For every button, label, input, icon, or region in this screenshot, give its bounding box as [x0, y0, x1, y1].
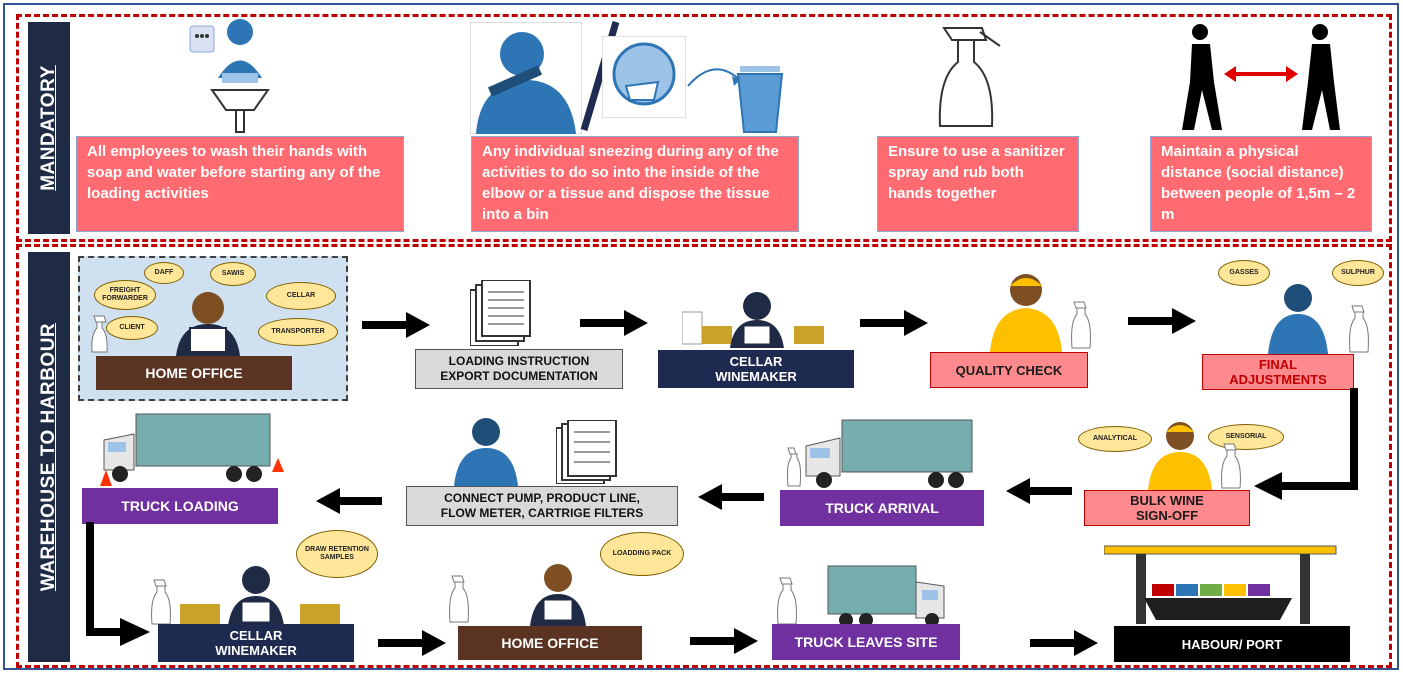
- truck-arrival-label: TRUCK ARRIVAL: [780, 490, 984, 526]
- bubble-loadding-pack: LOADDING PACK: [600, 532, 684, 576]
- bubble-sawis: SAWIS: [210, 262, 256, 286]
- home-office-2-label: HOME OFFICE: [458, 626, 642, 660]
- arrow-right-6: [690, 628, 758, 654]
- arrow-right-4: [1128, 308, 1196, 334]
- final-adjustments-label: FINAL ADJUSTMENTS: [1202, 354, 1354, 390]
- sneeze-elbow-icon: [470, 22, 582, 134]
- bubble-transporter: TRANSPORTER: [258, 318, 338, 346]
- arrow-right-7: [1030, 630, 1098, 656]
- harbour-port-label: HABOUR/ PORT: [1114, 626, 1350, 662]
- arrow-right-1: [362, 312, 430, 338]
- bubble-analytical: ANALYTICAL: [1078, 426, 1152, 452]
- warehouse-section: [16, 244, 1392, 668]
- arrow-left-2: [698, 484, 764, 510]
- technician-blue-icon: [1268, 284, 1369, 354]
- cellar-winemaker-2-label: CELLAR WINEMAKER: [158, 624, 354, 662]
- sanitizer-spray-icon: [938, 27, 1001, 127]
- winemaker-2-icon: [151, 566, 340, 626]
- bubble-cellar: CELLAR: [266, 282, 336, 310]
- truck-leaves-icon: [777, 565, 945, 627]
- bubble-client: CLIENT: [106, 316, 158, 340]
- cellar-winemaker-1-label: CELLAR WINEMAKER: [658, 350, 854, 388]
- mandatory-section: [16, 14, 1392, 242]
- sanitizer-note: Ensure to use a sanitizer spray and rub …: [877, 136, 1079, 232]
- winemaker-icon: [682, 292, 824, 348]
- social-distance-icon: [1182, 24, 1340, 130]
- harbour-port-icon: [1104, 545, 1337, 624]
- operator-icon: [454, 418, 518, 486]
- warehouse-title: WAREHOUSE TO HARBOUR: [38, 322, 59, 592]
- tissue-sneeze-icon: [602, 36, 686, 118]
- truck-leaves-label: TRUCK LEAVES SITE: [772, 624, 960, 660]
- office-worker-2-icon: [449, 564, 586, 626]
- bin-icon: [687, 66, 784, 133]
- arrow-right-3: [860, 310, 928, 336]
- arrow-left-3: [316, 488, 382, 514]
- spray-bottle-icon: [91, 315, 108, 353]
- handwash-icon: [189, 19, 270, 133]
- bulk-wine-signoff-label: BULK WINE SIGN-OFF: [1084, 490, 1250, 526]
- bubble-retention: DRAW RETENTION SAMPLES: [296, 530, 378, 578]
- quality-check-label: QUALITY CHECK: [930, 352, 1088, 388]
- bubble-sulphur: SULPHUR: [1332, 260, 1384, 286]
- connector-loading-to-winemaker: [86, 522, 150, 646]
- arrow-left-1: [1006, 478, 1072, 504]
- truck-loading-label: TRUCK LOADING: [82, 488, 278, 524]
- office-worker-icon: [176, 292, 240, 356]
- documents-2-icon: [556, 420, 617, 484]
- bubble-freight-forwarder: FREIGHT FORWARDER: [94, 280, 156, 310]
- sneeze-note: Any individual sneezing during any of th…: [471, 136, 799, 232]
- connect-pump-label: CONNECT PUMP, PRODUCT LINE, FLOW METER, …: [406, 486, 678, 526]
- bubble-gasses: GASSES: [1218, 260, 1270, 286]
- wine-taster-icon: [1148, 422, 1241, 490]
- distance-note: Maintain a physical distance (social dis…: [1150, 136, 1372, 232]
- connector-final-to-signoff: [1254, 388, 1358, 500]
- truck-loading-icon: [100, 413, 284, 486]
- loading-instruction-label: LOADING INSTRUCTION EXPORT DOCUMENTATION: [415, 349, 623, 389]
- arrow-right-2: [580, 310, 648, 336]
- home-office-1-label: HOME OFFICE: [96, 356, 292, 390]
- quality-inspector-icon: [990, 274, 1091, 352]
- mandatory-band: MANDATORY: [28, 22, 70, 234]
- documents-icon: [470, 280, 531, 346]
- truck-arrival-icon: [786, 419, 973, 488]
- bubble-daff: DAFF: [144, 262, 184, 284]
- outer-frame: [3, 3, 1399, 670]
- arrow-right-5: [378, 630, 446, 656]
- warehouse-band: WAREHOUSE TO HARBOUR: [28, 252, 70, 662]
- handwash-note: All employees to wash their hands with s…: [76, 136, 404, 232]
- mandatory-title: MANDATORY: [38, 65, 59, 191]
- bubble-sensorial: SENSORIAL: [1208, 424, 1284, 450]
